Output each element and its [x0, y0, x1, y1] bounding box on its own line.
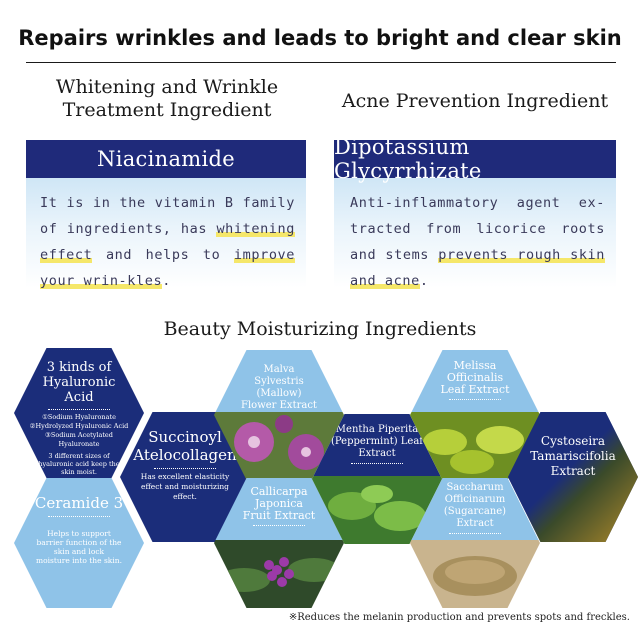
ceramide-note: Helps to support barrier function of the… — [36, 529, 122, 565]
melissa-title: Melissa Officinalis Leaf Extract — [440, 359, 510, 396]
melissa-divider — [449, 399, 501, 400]
left-desc-text-a: It is in the vitamin B family of ingredi… — [40, 195, 295, 237]
left-title-line1: Whitening and Wrinkle — [55, 76, 279, 98]
succinoyl-divider — [154, 468, 216, 469]
dipotassium-bar: Dipotassium Glycyrrhizate — [334, 135, 616, 183]
headline: Repairs wrinkles and leads to bright and… — [18, 26, 622, 50]
niacinamide-description: It is in the vitamin B family of ingredi… — [40, 190, 295, 294]
hyaluronic-sub-1: ①Sodium Hyaluronate — [42, 413, 116, 421]
saccharum-divider — [449, 533, 501, 534]
right-gradient-panel — [334, 178, 616, 288]
succinoyl-note: Has excellent elasticity effect and mois… — [140, 472, 230, 501]
mentha-title: Mentha Piperita (Peppermint) Leaf Extrac… — [330, 424, 424, 459]
footnote: ※Reduces the melanin production and prev… — [288, 612, 630, 623]
beautyberry-photo — [214, 540, 344, 608]
left-title-line2: Treatment Ingredient — [62, 99, 272, 121]
sugarcane-powder-photo — [410, 540, 540, 608]
callicarpa-title: Callicarpa Japonica Fruit Extract — [242, 485, 316, 522]
succinoyl-title: Succinoyl Atelocollagen — [133, 428, 237, 464]
ceramide-divider — [48, 516, 110, 517]
cystoseira-title: Cystoseira Tamariscifolia Extract — [530, 434, 616, 478]
right-column-title: Acne Prevention Ingredient — [341, 90, 609, 112]
callicarpa-divider — [253, 525, 305, 526]
hyaluronic-note: 3 different sizes of hyaluronic acid kee… — [38, 452, 120, 476]
hyaluronic-acid-hex: 3 kinds of Hyaluronic Acid ①Sodium Hyalu… — [14, 348, 144, 478]
hyaluronic-sub-3: ③Sodium Acetylated Hyaluronate — [45, 431, 113, 448]
right-desc-text-a: Anti-inflammatory agent ex-tracted from … — [350, 195, 605, 263]
cystoseira-hex: Cystoseira Tamariscifolia Extract — [508, 412, 638, 542]
section-title: Beauty Moisturizing Ingredients — [163, 318, 477, 340]
seaweed-photo — [508, 412, 638, 542]
headline-divider — [26, 62, 616, 63]
ceramide-title: Ceramide 3 — [34, 494, 124, 512]
hyaluronic-sub-2: ②Hydrolyzed Hyaluronic Acid — [29, 422, 129, 430]
ceramide-hex: Ceramide 3 Helps to support barrier func… — [14, 478, 144, 608]
niacinamide-bar: Niacinamide — [26, 140, 306, 178]
saccharum-title: Saccharum Officinarum (Sugarcane) Extrac… — [443, 482, 507, 529]
hyaluronic-title: 3 kinds of Hyaluronic Acid — [42, 360, 116, 405]
malva-title: Malva Sylvestris (Mallow) Flower Extract — [241, 364, 317, 411]
left-desc-text-b: and helps to — [92, 247, 234, 263]
dipotassium-description: Anti-inflammatory agent ex-tracted from … — [350, 190, 606, 294]
left-desc-text-c: . — [162, 273, 171, 289]
mentha-divider — [351, 463, 403, 464]
hyaluronic-divider — [48, 409, 110, 410]
left-column-title: Whitening and Wrinkle Treatment Ingredie… — [22, 76, 312, 122]
right-desc-text-c: . — [419, 273, 429, 289]
